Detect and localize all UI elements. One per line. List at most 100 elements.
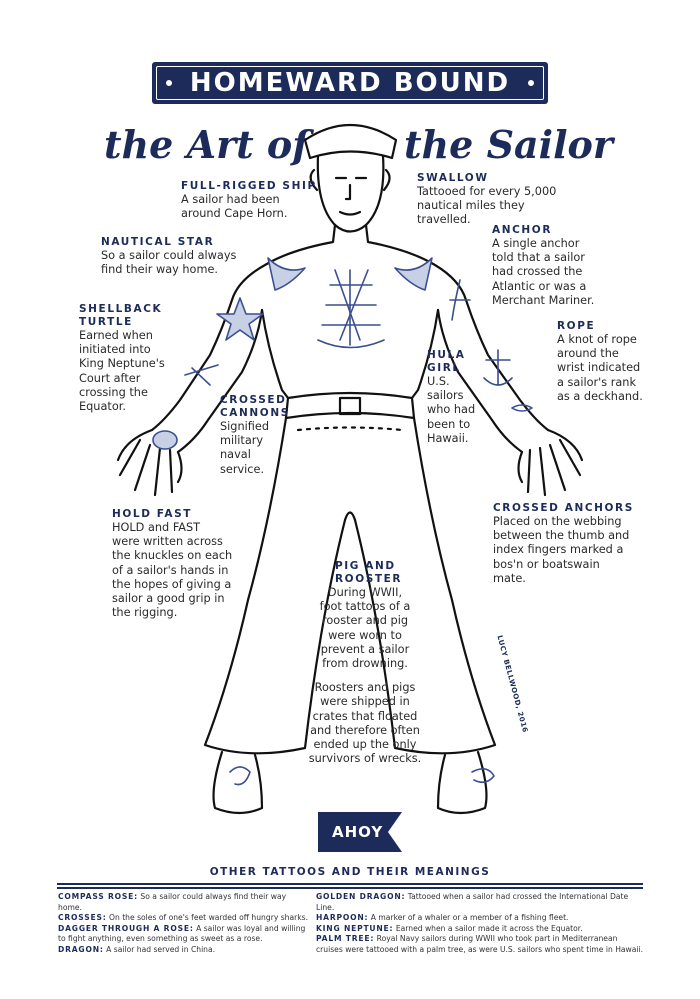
ahoy-text: AHOY	[332, 823, 384, 841]
label-line: Earned when	[79, 329, 153, 342]
label-line: and therefore often	[310, 723, 420, 737]
label-line: crates that floated	[312, 709, 418, 723]
label-title: SWALLOW	[417, 172, 489, 184]
label-crossed-cannons: CROSSED CANNONS Signified military naval…	[220, 394, 290, 477]
term: COMPASS ROSE:	[58, 892, 138, 901]
label-line: sailors	[427, 389, 464, 403]
bullet-icon	[528, 80, 534, 86]
label-line: Placed on the webbing	[493, 515, 622, 528]
subtitle-left: the Art of	[104, 122, 309, 167]
other-tattoos-left: COMPASS ROSE: So a sailor could always f…	[58, 892, 310, 955]
label-nautical-star: NAUTICAL STAR So a sailor could always f…	[101, 236, 236, 277]
definition: Tattooed when a sailor had crossed the I…	[316, 892, 629, 912]
label-line: Hawaii.	[427, 431, 469, 445]
label-title: CANNONS	[220, 407, 290, 419]
tattoo-entry: COMPASS ROSE: So a sailor could always f…	[58, 892, 310, 913]
term: PALM TREE:	[316, 934, 375, 943]
label-crossed-anchors: CROSSED ANCHORS Placed on the webbing be…	[493, 502, 634, 586]
label-title: ROPE	[557, 320, 596, 332]
label-title: GIRL	[427, 362, 461, 374]
poster-title: HOMEWARD BOUND	[189, 68, 511, 98]
label-line: between the thumb and	[493, 529, 630, 543]
label-line: a sailor's rank	[557, 375, 637, 389]
label-line: index fingers marked a	[493, 543, 624, 557]
label-anchor: ANCHOR A single anchor told that a sailo…	[492, 224, 594, 308]
label-shellback-turtle: SHELLBACK TURTLE Earned when initiated i…	[79, 303, 165, 414]
label-title: NAUTICAL STAR	[101, 236, 215, 248]
label-title: ROOSTER	[335, 573, 403, 585]
label-pig-and-rooster: PIG AND ROOSTER During WWII, foot tattoo…	[300, 560, 430, 766]
label-swallow: SWALLOW Tattooed for every 5,000 nautica…	[417, 172, 556, 228]
label-line: Signified	[220, 420, 270, 433]
label-line: foot tattoos of a	[319, 600, 411, 614]
divider	[57, 883, 643, 889]
label-line: During WWII,	[327, 586, 403, 599]
definition: Earned when a sailor made it across the …	[395, 923, 583, 933]
definition: On the soles of one's feet warded off hu…	[109, 913, 309, 922]
label-line: crossing the	[79, 385, 148, 399]
label-line: wrist indicated	[557, 361, 641, 375]
definition: A sailor was loyal and willing to fight …	[58, 923, 306, 944]
label-line: prevent a sailor	[320, 642, 410, 656]
label-title: CROSSED ANCHORS	[493, 502, 634, 514]
label-line: around Cape Horn.	[181, 207, 288, 221]
label-line: Roosters and pigs	[314, 681, 416, 695]
term: DRAGON:	[58, 944, 104, 954]
bullet-icon	[166, 80, 172, 86]
label-line: A knot of rope	[557, 333, 637, 346]
label-line: Atlantic or was a	[492, 279, 587, 293]
label-line: as a deckhand.	[557, 389, 643, 403]
label-line: Equator.	[79, 400, 126, 414]
label-line: rooster and pig	[321, 614, 409, 628]
label-line: the hopes of giving a	[112, 577, 232, 591]
label-line: mate.	[493, 571, 526, 585]
label-line: A single anchor	[492, 237, 580, 250]
label-line: had crossed the	[492, 265, 583, 279]
tattoo-entry: GOLDEN DRAGON: Tattooed when a sailor ha…	[316, 892, 646, 913]
label-line: A sailor had been	[181, 193, 280, 206]
label-full-rigged-ship: FULL-RIGGED SHIP A sailor had been aroun…	[181, 180, 317, 221]
label-line: naval	[220, 448, 251, 462]
label-hold-fast: HOLD FAST HOLD and FAST were written acr…	[112, 508, 232, 620]
label-hula-girl: HULA GIRL U.S. sailors who had been to H…	[427, 349, 475, 446]
label-line: HOLD and FAST	[112, 521, 201, 534]
label-line: Court after	[79, 371, 141, 385]
label-title: FULL-RIGGED SHIP	[181, 180, 317, 192]
term: KING NEPTUNE:	[316, 923, 394, 933]
label-line: nautical miles they	[417, 199, 525, 213]
label-line: So a sailor could always	[101, 249, 237, 262]
label-title: ANCHOR	[492, 224, 553, 236]
label-rope: ROPE A knot of rope around the wrist ind…	[557, 320, 643, 404]
label-line: been to	[427, 417, 471, 431]
label-line: Tattooed for every 5,000	[417, 185, 557, 198]
label-line: who had	[427, 403, 476, 417]
label-line: sailor a good grip in	[112, 592, 225, 606]
term: GOLDEN DRAGON:	[316, 892, 406, 901]
tattoo-entry: KING NEPTUNE: Earned when a sailor made …	[316, 924, 646, 935]
tattoo-entry: PALM TREE: Royal Navy sailors during WWI…	[316, 934, 646, 955]
label-title: CROSSED	[220, 394, 287, 406]
label-line: bos'n or boatswain	[493, 557, 600, 571]
label-line: the rigging.	[112, 606, 178, 620]
label-title: SHELLBACK	[79, 303, 163, 315]
label-line: of a sailor's hands in	[112, 563, 229, 577]
label-line: were written across	[112, 535, 223, 549]
label-line: King Neptune's	[79, 357, 165, 371]
tattoo-entry: DRAGON: A sailor had served in China.	[58, 945, 310, 956]
label-title: PIG AND	[335, 560, 396, 572]
label-line: military	[220, 434, 264, 448]
label-line: Merchant Mariner.	[492, 293, 595, 307]
label-line: service.	[220, 462, 265, 476]
term: CROSSES:	[58, 913, 107, 922]
label-title: HOLD FAST	[112, 508, 192, 520]
definition: Royal Navy sailors during WWII who took …	[316, 934, 644, 954]
label-line: survivors of wrecks.	[308, 752, 422, 766]
label-line: were shipped in	[320, 695, 410, 709]
ahoy-flag: AHOY	[318, 812, 402, 852]
tattoo-entry: HARPOON: A marker of a whaler or a membe…	[316, 913, 646, 924]
label-title: TURTLE	[79, 316, 133, 328]
other-tattoos-right: GOLDEN DRAGON: Tattooed when a sailor ha…	[316, 892, 646, 955]
tattoo-entry: DAGGER THROUGH A ROSE: A sailor was loya…	[58, 924, 310, 945]
label-line: initiated into	[79, 343, 151, 357]
label-line: were worn to	[328, 628, 402, 642]
